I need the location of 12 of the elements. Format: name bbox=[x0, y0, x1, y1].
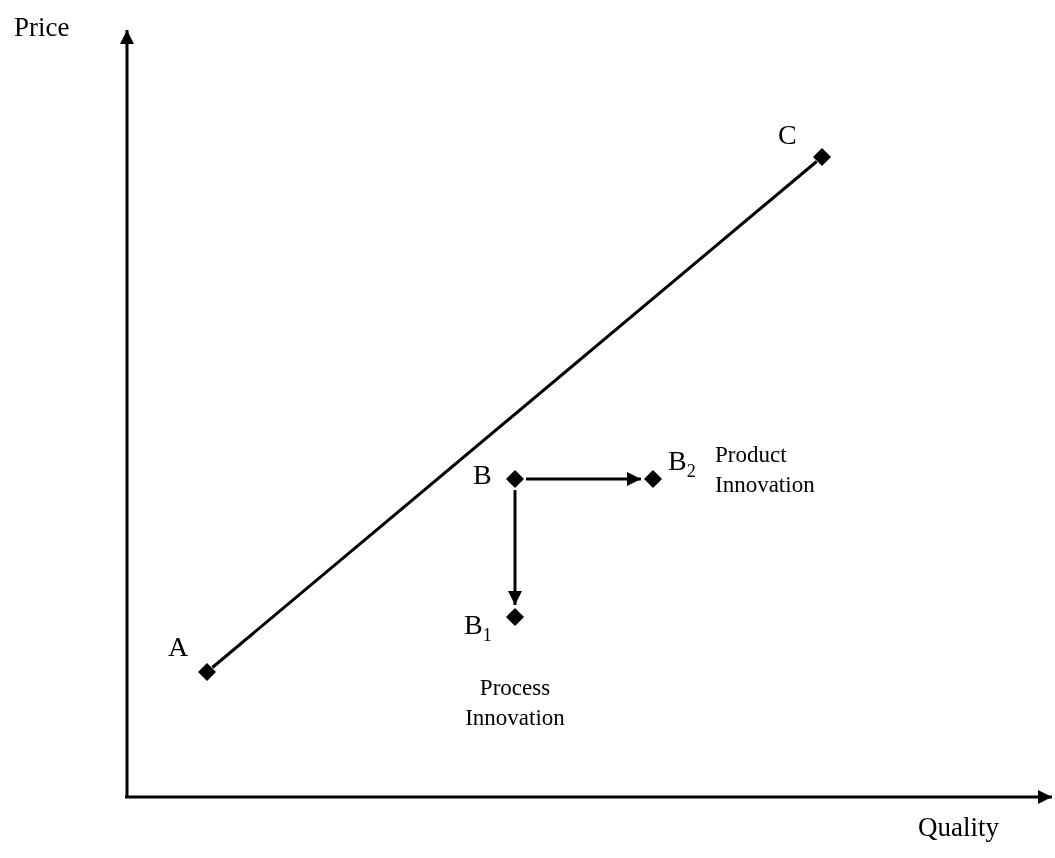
point-label: B$_{1}$ bbox=[464, 610, 492, 647]
point-caption: Process Innovation bbox=[464, 674, 566, 732]
point-label: B$_{2}$ bbox=[668, 446, 696, 483]
point-label: B bbox=[473, 460, 492, 490]
point-caption: Product Innovation bbox=[715, 441, 816, 499]
axis-title: Price bbox=[14, 12, 70, 42]
point-label: A bbox=[168, 632, 189, 662]
arrow bbox=[526, 472, 641, 486]
connector-line bbox=[211, 160, 818, 669]
point-label: C bbox=[778, 120, 797, 150]
axis-title: Quality bbox=[918, 812, 999, 842]
arrow bbox=[508, 490, 522, 605]
